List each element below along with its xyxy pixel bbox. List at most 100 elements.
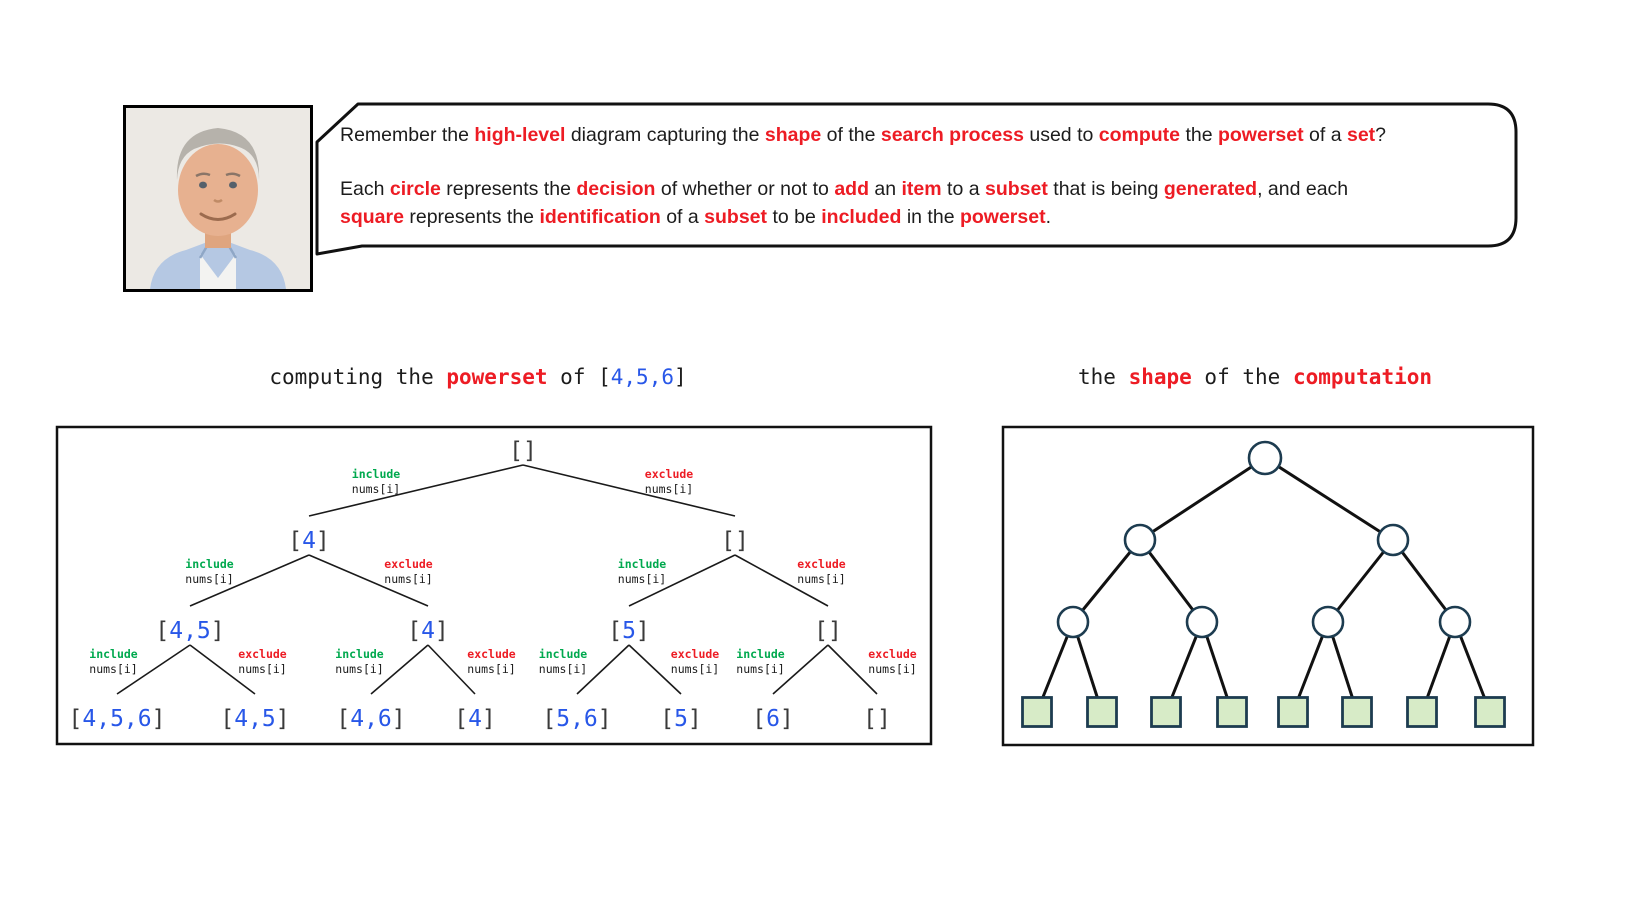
tree-edge <box>628 554 736 607</box>
text-segment: add <box>834 178 869 200</box>
tree-edge <box>734 554 829 607</box>
include-label: include <box>89 647 138 661</box>
text-segment: identification <box>539 206 661 228</box>
speech-line: Each circle represents the decision of w… <box>340 175 1386 203</box>
text-segment: compute <box>1098 124 1181 146</box>
subset-node: [] <box>721 528 749 554</box>
arg-label: nums[i] <box>645 482 693 496</box>
text-segment: subset <box>704 206 768 228</box>
subset-square <box>1216 696 1248 728</box>
subset-node: [4] <box>288 528 330 554</box>
subset-node: [5] <box>608 618 650 644</box>
arg-label: nums[i] <box>185 572 233 586</box>
text-segment: subset <box>985 178 1048 200</box>
subset-node: [5] <box>660 706 702 732</box>
eyebrows <box>195 172 241 178</box>
tree-edge <box>308 464 524 517</box>
arg-label: nums[i] <box>797 572 845 586</box>
subset-node: [4] <box>407 618 449 644</box>
text-segment: shape <box>1128 365 1192 389</box>
subset-node: [] <box>509 438 537 464</box>
shape-tree-box <box>1001 425 1535 747</box>
subset-square <box>1406 696 1438 728</box>
text-segment: ] <box>673 365 687 389</box>
arg-label: nums[i] <box>736 662 784 676</box>
text-segment: , and each <box>1257 178 1349 200</box>
tree-edge <box>628 644 682 695</box>
text-segment: of whether or not to <box>655 178 835 200</box>
text-segment: Remember the <box>340 124 475 146</box>
arg-label: nums[i] <box>868 662 916 676</box>
speech-bubble-text: Remember the high-level diagram capturin… <box>340 121 1386 231</box>
include-label: include <box>539 647 588 661</box>
arg-label: nums[i] <box>384 572 432 586</box>
arg-label: nums[i] <box>335 662 383 676</box>
text-segment: the <box>1180 124 1218 146</box>
decision-circle <box>1185 605 1219 639</box>
tree-edge <box>1264 456 1394 542</box>
text-segment: represents the <box>440 178 577 200</box>
tree-edge <box>308 554 429 607</box>
left-diagram-title: computing the powerset of [4,5,6] <box>269 364 686 390</box>
tree-edge <box>1326 539 1395 623</box>
subset-node: [4,6] <box>336 706 405 732</box>
portrait-photo <box>123 105 313 292</box>
text-segment: of the <box>821 124 881 146</box>
exclude-label: exclude <box>671 647 720 661</box>
face <box>178 144 258 236</box>
text-segment: diagram capturing the <box>565 124 765 146</box>
exclude-label: exclude <box>797 557 846 571</box>
text-segment: powerset <box>446 365 548 389</box>
arg-label: nums[i] <box>539 662 587 676</box>
text-segment: computing the <box>269 365 447 389</box>
speech-line: Remember the high-level diagram capturin… <box>340 121 1386 149</box>
text-segment: powerset <box>1217 124 1304 146</box>
decision-circle <box>1376 523 1410 557</box>
left-eye <box>199 181 207 189</box>
text-segment: shape <box>764 124 822 146</box>
text-segment: ? <box>1375 124 1387 146</box>
text-segment: set <box>1346 124 1376 146</box>
speech-bubble <box>315 102 1518 256</box>
tree-edge <box>1071 539 1142 623</box>
include-label: include <box>185 557 234 571</box>
arg-label: nums[i] <box>618 572 666 586</box>
right-diagram-title: the shape of the computation <box>1078 364 1432 390</box>
tree-edge <box>1391 539 1457 623</box>
smile <box>199 212 237 221</box>
text-segment: powerset <box>959 206 1046 228</box>
text-segment: used to <box>1023 124 1099 146</box>
subset-node: [4,5,6] <box>69 706 166 732</box>
nose <box>213 198 223 203</box>
text-segment: decision <box>576 178 656 200</box>
tree-edge <box>772 644 829 695</box>
subset-node: [4] <box>454 706 496 732</box>
subset-node: [] <box>863 706 891 732</box>
subset-square <box>1086 696 1118 728</box>
subset-node: [4,5] <box>220 706 289 732</box>
text-segment: computation <box>1292 365 1433 389</box>
subset-node: [4,5] <box>155 618 224 644</box>
tree-edge <box>189 554 310 607</box>
decision-circle <box>1247 440 1283 476</box>
exclude-label: exclude <box>238 647 287 661</box>
portrait-illustration <box>126 108 310 289</box>
subset-node: [5,6] <box>542 706 611 732</box>
text-segment: an <box>868 178 902 200</box>
text-segment: of the <box>1191 365 1293 389</box>
text-segment: of <box>547 365 599 389</box>
tree-edge <box>576 644 630 695</box>
shape-tree <box>1021 440 1506 728</box>
arg-label: nums[i] <box>467 662 515 676</box>
decision-circle <box>1056 605 1090 639</box>
shirt <box>150 241 286 289</box>
tree-edge <box>1139 456 1266 542</box>
decision-circle <box>1123 523 1157 557</box>
text-segment: Each <box>340 178 390 200</box>
arg-label: nums[i] <box>89 662 137 676</box>
tree-edge <box>189 644 256 695</box>
text-segment: that is being <box>1047 178 1164 200</box>
powerset-tree-box <box>55 425 933 746</box>
